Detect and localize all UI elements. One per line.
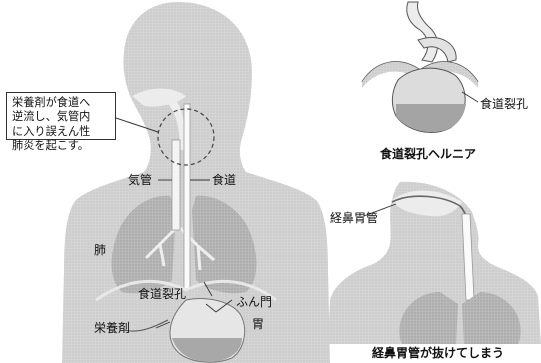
callout-line-2: 逆流し、気管内 xyxy=(12,110,110,124)
label-nutrient: 栄養剤 xyxy=(94,322,130,334)
main-figure xyxy=(62,2,330,363)
caption-ng-tube: 経鼻胃管が抜けてしまう xyxy=(372,347,504,359)
esophagus-tube xyxy=(184,104,190,290)
label-hiatus: 食道裂孔 xyxy=(138,288,186,300)
label-esophagus: 食道 xyxy=(212,174,236,186)
hernia-stomach-shade xyxy=(396,104,466,132)
label-lung: 肺 xyxy=(94,244,106,256)
label-ng-tube: 経鼻胃管 xyxy=(330,212,378,224)
label-hernia-hiatus: 食道裂孔 xyxy=(480,98,528,110)
caption-hernia: 食道裂孔ヘルニア xyxy=(380,148,476,160)
callout-line-1: 栄養剤が食道へ xyxy=(12,96,110,110)
hernia-esophagus xyxy=(407,2,438,62)
label-trachea: 気管 xyxy=(128,174,152,186)
callout-line-4: 肺炎を起こす。 xyxy=(12,139,110,153)
tube-figure xyxy=(328,182,541,344)
label-stomach: 胃 xyxy=(252,318,264,330)
label-cardia: ふん門 xyxy=(236,296,272,308)
callout-line-3: に入り誤えん性 xyxy=(12,125,110,139)
hernia-figure xyxy=(362,2,478,132)
reflux-callout-box: 栄養剤が食道へ 逆流し、気管内 に入り誤えん性 肺炎を起こす。 xyxy=(6,92,116,140)
trachea-tube xyxy=(172,140,180,230)
